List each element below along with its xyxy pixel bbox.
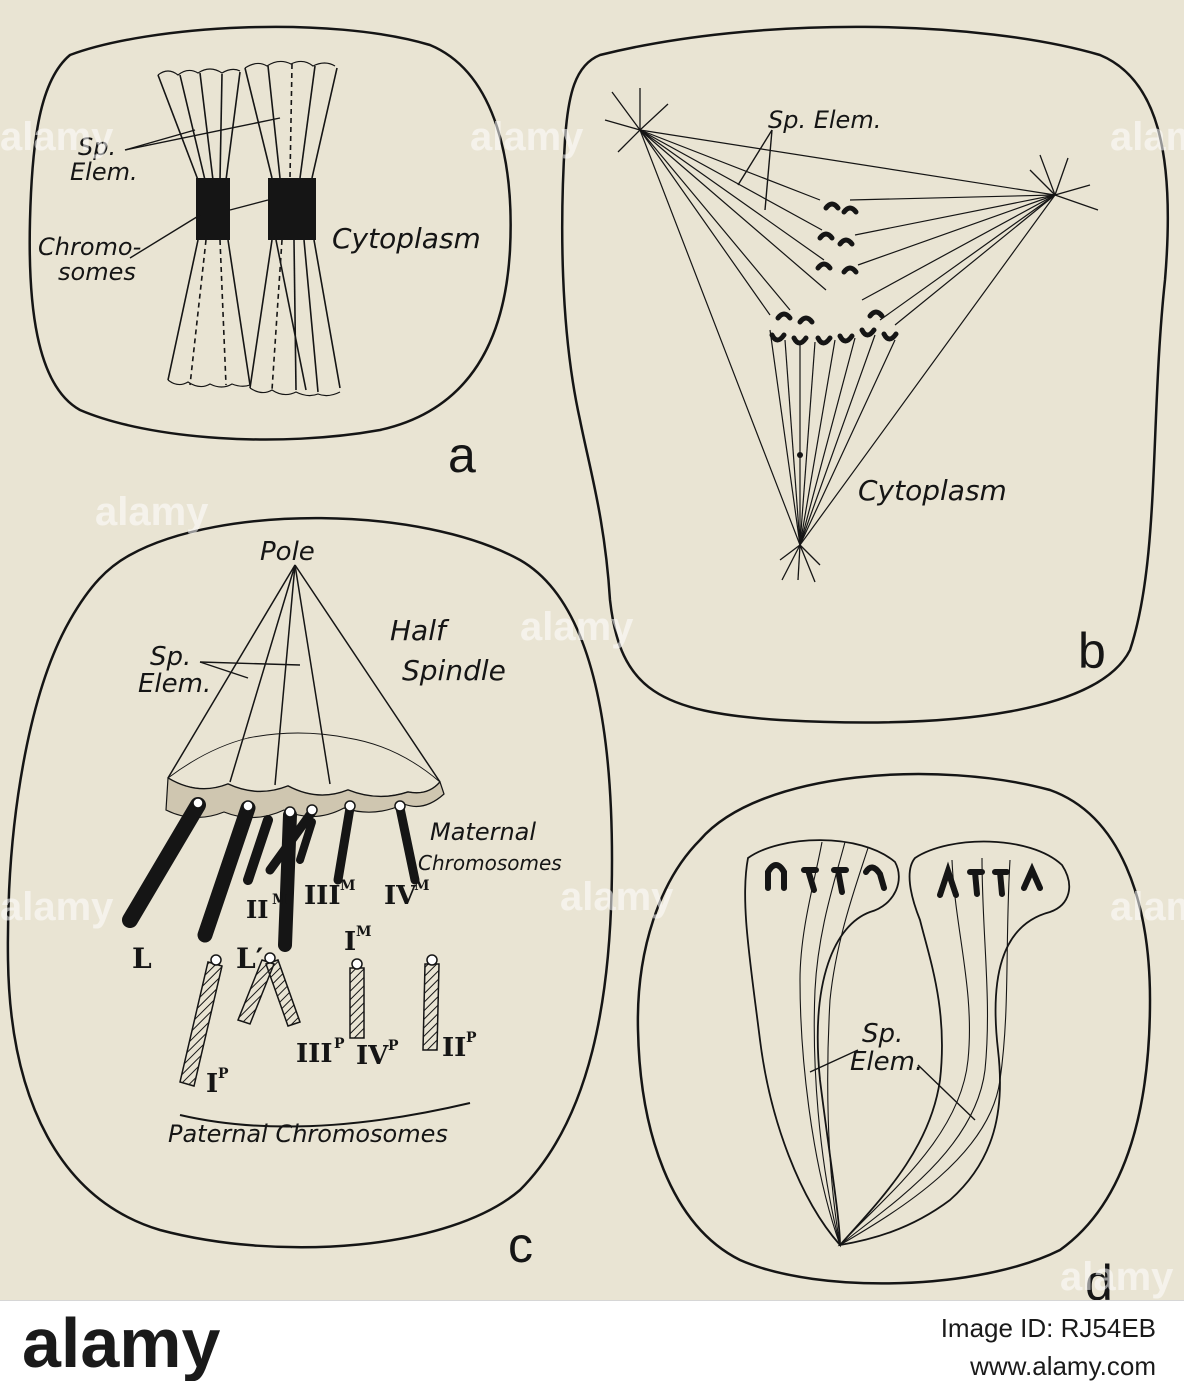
half-spindle-c <box>167 564 441 798</box>
panel-a: Sp. Elem. Chromo- somes Cytoplasm a <box>28 25 512 483</box>
sup-M-II: M <box>272 892 288 908</box>
panel-c: Pole Half Spindle Sp. Elem. Maternal Chr… <box>6 516 614 1273</box>
label-sp-c: Sp. <box>150 642 191 672</box>
panel-d: Sp. Elem. d <box>636 772 1152 1300</box>
label-II-P: II <box>442 1033 466 1063</box>
label-spindle: Spindle <box>402 654 506 687</box>
label-maternal-chromosomes: Chromosomes <box>418 851 562 875</box>
stock-footer: alamy Image ID: RJ54EB www.alamy.com <box>0 1300 1184 1391</box>
label-pole: Pole <box>260 537 315 567</box>
sup-P-II: P <box>466 1030 477 1046</box>
maternal-chromosomes <box>122 797 420 952</box>
site-url: www.alamy.com <box>970 1351 1156 1381</box>
label-III-P: III <box>296 1039 333 1069</box>
label-maternal: Maternal <box>430 818 536 846</box>
label-elem-a: Elem. <box>70 158 138 186</box>
cell-outline-b <box>560 25 1170 724</box>
image-id: Image ID: RJ54EB <box>940 1313 1156 1343</box>
sup-M-III: M <box>340 878 356 894</box>
label-L-prime: L′ <box>236 942 263 975</box>
label-sp-d: Sp. <box>862 1019 903 1049</box>
watermarks: alamy alamy alamy alamy alamy alamy alam… <box>0 115 1184 1299</box>
label-I-P: I <box>206 1069 218 1099</box>
maternal-centromeres <box>192 797 406 818</box>
aster-pole-bottom <box>779 544 821 583</box>
panel-letter-d: d <box>1085 1255 1113 1300</box>
watermark: alamy <box>1110 115 1184 159</box>
tripolar-spindle-b <box>639 129 1056 546</box>
cell-outline-c <box>6 516 614 1249</box>
fibres-d <box>799 841 1011 1246</box>
label-IV-M: IV <box>384 881 417 911</box>
watermark: alamy <box>1060 1255 1174 1299</box>
sup-P-I: P <box>218 1066 229 1082</box>
label-chromosomes-a-1: Chromo- <box>38 233 141 261</box>
leaders-c <box>199 661 301 679</box>
label-cytoplasm-a: Cytoplasm <box>332 222 481 255</box>
chromosome-IVP <box>349 967 365 1039</box>
label-sp-a: Sp. <box>78 133 116 161</box>
leaders-b <box>737 129 773 211</box>
label-L: L <box>132 942 152 975</box>
label-half: Half <box>390 614 450 647</box>
spindle-left-a <box>157 68 251 388</box>
chromosome-band-right <box>268 178 316 240</box>
label-IV-P: IV <box>356 1041 389 1071</box>
watermark: alamy <box>0 885 114 929</box>
spindle-right-a <box>244 60 341 397</box>
spindle-lobe-right-d <box>837 840 1071 1247</box>
chromosome-IP <box>179 961 223 1087</box>
alamy-logo: alamy <box>22 1309 221 1381</box>
cell-outline-d <box>636 772 1152 1285</box>
spindle-lobe-left-d <box>744 839 900 1248</box>
figure-canvas: Sp. Elem. Chromo- somes Cytoplasm a <box>0 25 1184 1300</box>
sup-M-I: M <box>356 924 372 940</box>
label-I-M: I <box>344 927 356 957</box>
alamy-logo-text: alamy <box>22 1309 221 1381</box>
sup-M-IV: M <box>414 878 430 894</box>
leaders-a <box>124 117 281 259</box>
paternal-chromosomes <box>179 959 440 1087</box>
chromosome-IIP <box>422 963 440 1051</box>
label-III-M: III <box>304 881 341 911</box>
label-sp-elem-b: Sp. Elem. <box>768 106 881 134</box>
paternal-centromeres <box>210 952 438 970</box>
watermark: alamy <box>0 115 114 159</box>
aster-pole-right <box>1029 154 1099 211</box>
watermark: alamy <box>520 605 634 649</box>
panel-b: Sp. Elem. Cytoplasm b <box>560 25 1170 724</box>
label-elem-c: Elem. <box>138 669 211 699</box>
watermark: alamy <box>560 875 674 919</box>
chromosomes-d <box>765 861 1043 898</box>
paternal-bracket <box>179 1102 471 1128</box>
chromosome-IIIP-b <box>265 959 301 1027</box>
label-elem-d: Elem. <box>850 1047 923 1077</box>
cell-outline-a <box>28 25 512 441</box>
panel-letter-c: c <box>508 1217 533 1273</box>
label-paternal-chromosomes: Paternal Chromosomes <box>168 1120 448 1148</box>
sup-P-III: P <box>334 1036 345 1052</box>
label-chromosomes-a-2: somes <box>58 258 136 286</box>
granule-b <box>797 452 803 458</box>
chromosomes-b <box>769 201 899 346</box>
panel-letter-b: b <box>1078 623 1106 679</box>
chromosome-band-left <box>196 178 230 240</box>
panel-letter-a: a <box>448 427 476 483</box>
leaders-d <box>809 1049 976 1121</box>
watermark: alamy <box>1110 885 1184 929</box>
label-II-M: II <box>246 895 268 924</box>
watermark: alamy <box>95 490 209 534</box>
aster-pole-left <box>604 88 669 153</box>
sup-P-IV: P <box>388 1038 399 1054</box>
watermark: alamy <box>470 115 584 159</box>
label-cytoplasm-b: Cytoplasm <box>858 474 1007 507</box>
